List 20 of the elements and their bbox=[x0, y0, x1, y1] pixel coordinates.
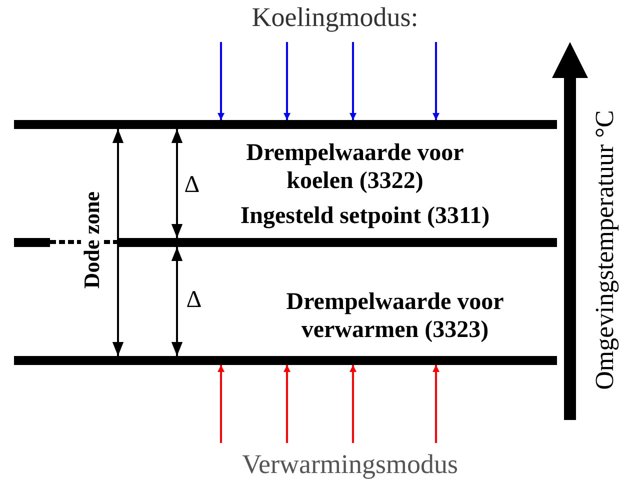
text-label: Drempelwaarde voor koelen (3322) bbox=[245, 140, 465, 196]
text-label: Koelingmodus: bbox=[250, 2, 420, 34]
arrow bbox=[218, 365, 224, 443]
text-label: Ingesteld setpoint (3311) bbox=[239, 203, 491, 231]
edge-label: Δ bbox=[185, 287, 203, 315]
arrow bbox=[350, 365, 356, 443]
axis-label: Omgevingstemperatuur °C bbox=[592, 110, 618, 390]
arrow bbox=[432, 365, 440, 443]
double-arrow bbox=[112, 129, 124, 356]
edge-label: Δ bbox=[183, 172, 201, 200]
arrow bbox=[284, 365, 290, 443]
arrow bbox=[284, 42, 290, 120]
edge-label: Dode zone bbox=[81, 191, 103, 289]
arrow bbox=[432, 42, 440, 120]
text-label: Drempelwaarde voor verwarmen (3323) bbox=[285, 289, 505, 344]
double-arrow bbox=[171, 247, 183, 356]
arrow bbox=[350, 42, 356, 120]
text-label: Verwarmingsmodus bbox=[241, 449, 459, 479]
arrow bbox=[218, 42, 224, 120]
double-arrow bbox=[171, 129, 183, 238]
